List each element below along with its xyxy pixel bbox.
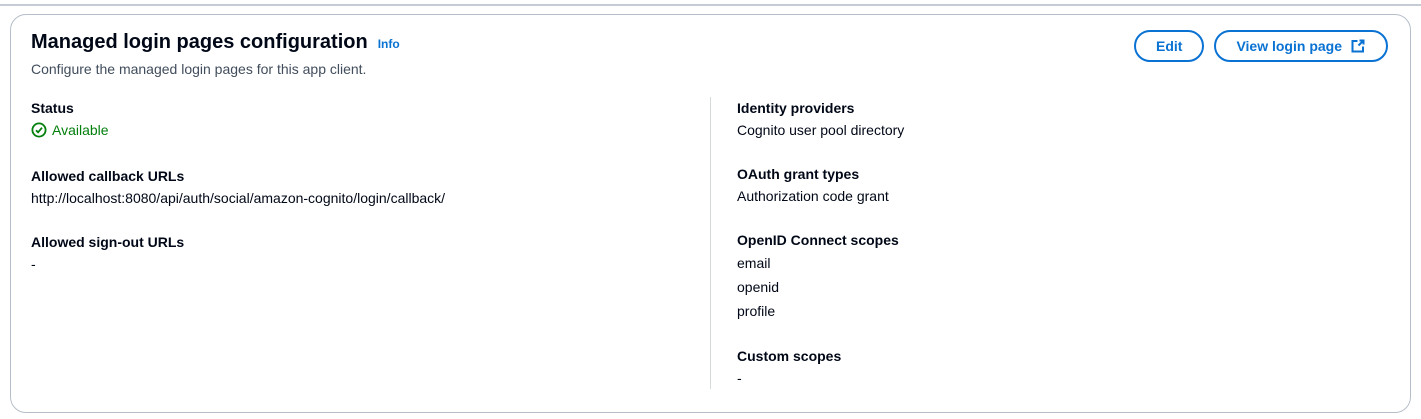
field-status: Status Available	[31, 97, 684, 143]
field-label: Custom scopes	[737, 348, 842, 364]
field-identity-providers: Identity providers Cognito user pool dir…	[737, 97, 1390, 141]
field-value: http://localhost:8080/api/auth/social/am…	[31, 190, 446, 206]
field-label: Status	[31, 100, 74, 116]
field-label: OAuth grant types	[737, 166, 860, 182]
card-description: Configure the managed login pages for th…	[31, 61, 367, 77]
field-label: Allowed sign-out URLs	[31, 234, 185, 250]
field-allowed-signout-urls: Allowed sign-out URLs -	[31, 231, 684, 275]
field-label: OpenID Connect scopes	[737, 232, 899, 248]
scope-item: email	[737, 255, 771, 271]
managed-login-config-card: Managed login pages configuration Info C…	[10, 14, 1411, 413]
status-text: Available	[52, 122, 109, 138]
view-login-page-label: View login page	[1236, 38, 1342, 54]
field-label: Allowed callback URLs	[31, 168, 185, 184]
page-top-divider	[0, 4, 1421, 6]
info-link[interactable]: Info	[377, 37, 400, 51]
details-columns: Status Available Allowed callback URLs h…	[31, 97, 1390, 389]
details-column-right: Identity providers Cognito user pool dir…	[710, 97, 1390, 389]
field-value: Cognito user pool directory	[737, 122, 905, 138]
scope-item: profile	[737, 303, 776, 319]
card-title-block: Managed login pages configuration Info C…	[31, 29, 400, 79]
field-openid-connect-scopes: OpenID Connect scopes email openid profi…	[737, 229, 1390, 323]
field-label: Identity providers	[737, 100, 855, 116]
field-value: -	[31, 256, 36, 272]
header-actions: Edit View login page	[1134, 30, 1388, 62]
status-badge: Available	[31, 119, 109, 141]
card-header: Managed login pages configuration Info C…	[31, 29, 1390, 79]
field-value: Authorization code grant	[737, 188, 889, 204]
view-login-page-button[interactable]: View login page	[1214, 30, 1388, 62]
field-custom-scopes: Custom scopes -	[737, 345, 1390, 389]
details-column-left: Status Available Allowed callback URLs h…	[31, 97, 710, 389]
external-link-icon	[1350, 38, 1366, 54]
field-oauth-grant-types: OAuth grant types Authorization code gra…	[737, 163, 1390, 207]
edit-button-label: Edit	[1156, 38, 1183, 54]
field-value: -	[737, 370, 742, 386]
edit-button[interactable]: Edit	[1134, 30, 1205, 62]
page-title: Managed login pages configuration	[31, 31, 368, 53]
success-check-icon	[31, 122, 47, 138]
scope-item: openid	[737, 279, 780, 295]
field-allowed-callback-urls: Allowed callback URLs http://localhost:8…	[31, 165, 684, 209]
